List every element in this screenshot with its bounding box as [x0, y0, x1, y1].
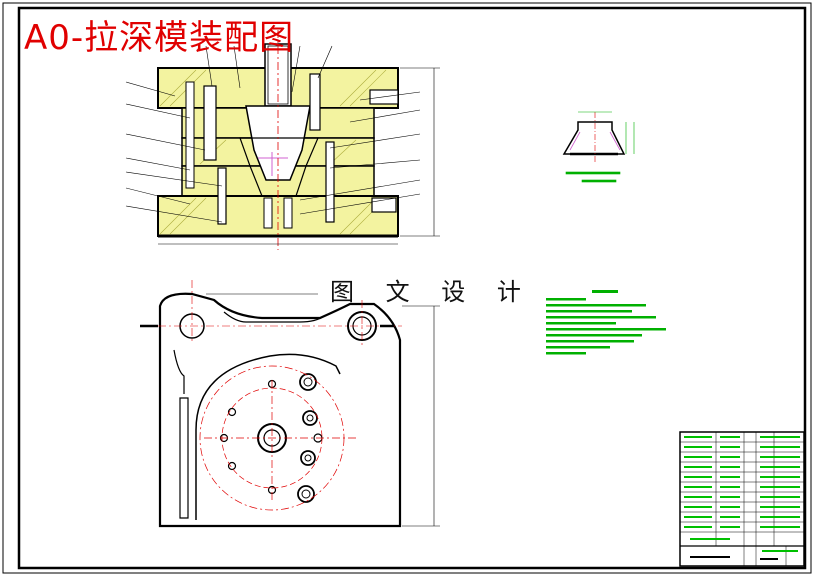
part-drawing: [562, 111, 635, 183]
parts-list-table: [679, 431, 805, 567]
watermark-text: 图 文 设 计: [330, 278, 533, 306]
technical-notes: [546, 290, 666, 355]
drawing-title: A0-拉深模装配图: [24, 18, 295, 58]
plan-view: [140, 280, 440, 528]
assembly-section-view: [125, 30, 440, 250]
inner-frame: [17, 6, 807, 570]
